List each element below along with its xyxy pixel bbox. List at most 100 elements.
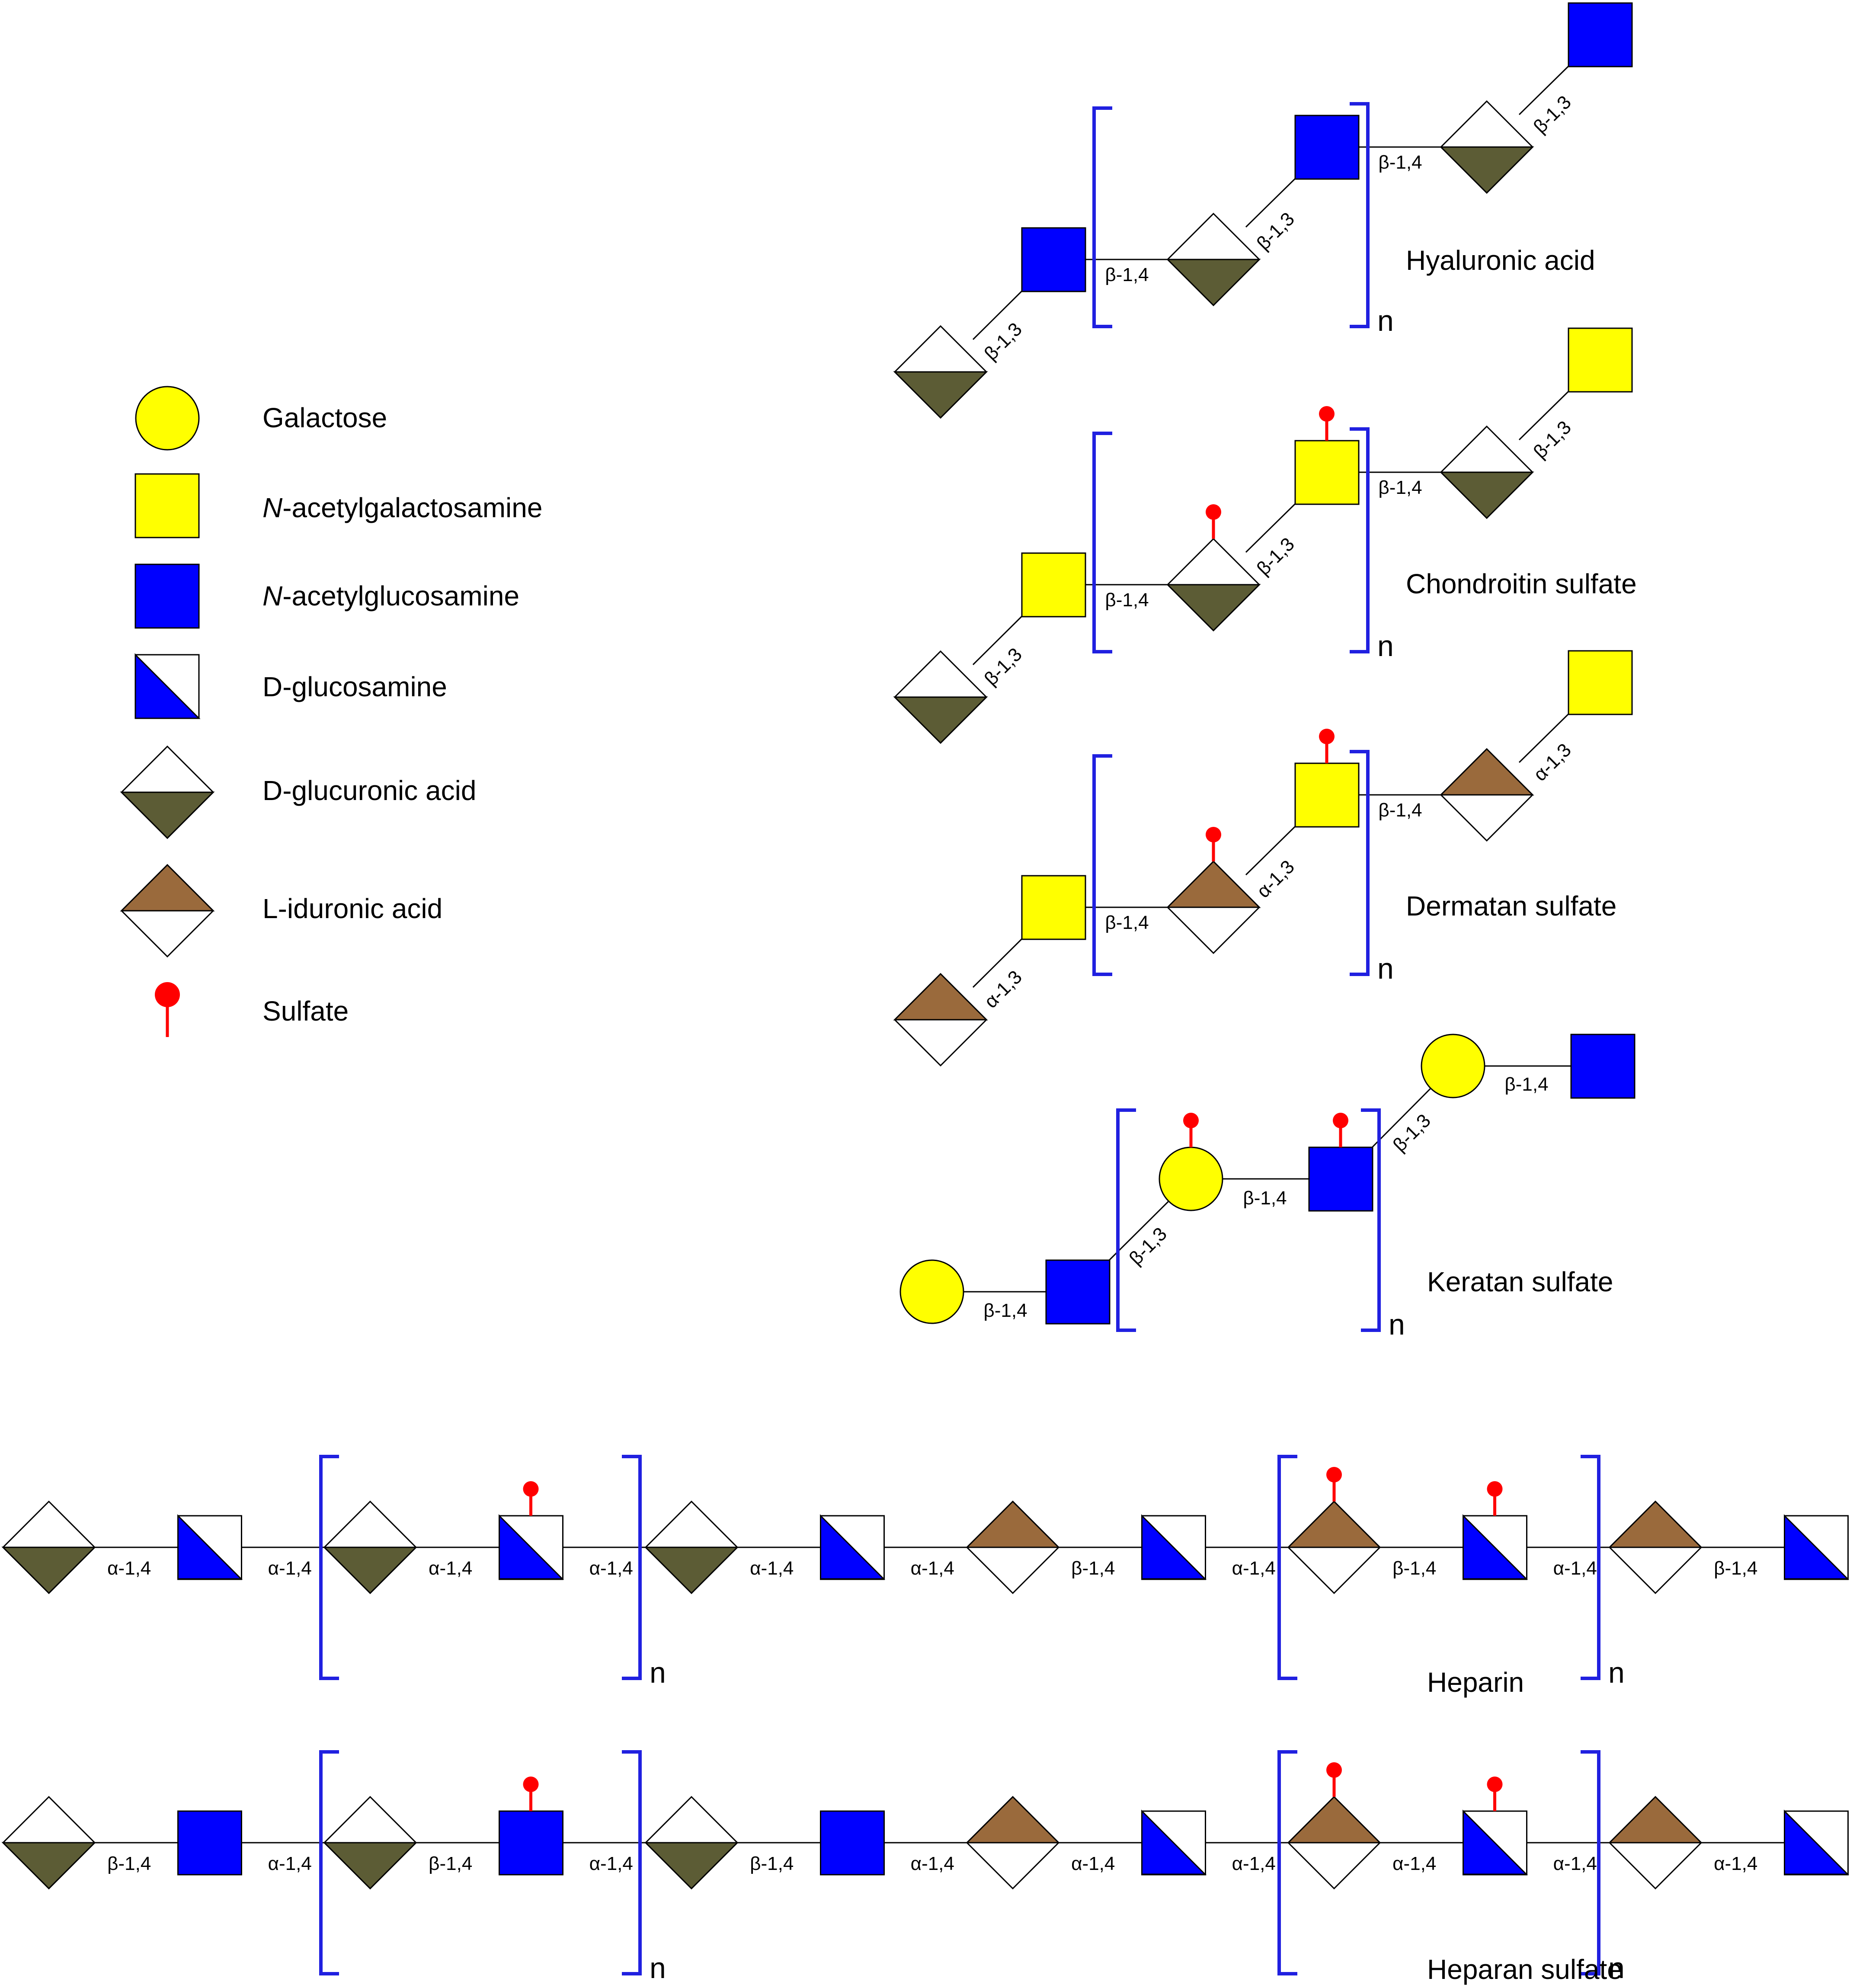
linkage-label: α-1,4	[589, 1853, 633, 1874]
iduronic-acid-icon	[1608, 1500, 1703, 1594]
linkage-label: β-1,4	[983, 1300, 1027, 1321]
galactose-icon	[135, 386, 200, 451]
linkage-label: α-1,4	[750, 1558, 794, 1579]
legend: Galactose N-acetylgalactosamine N-acetyl…	[0, 0, 649, 1081]
heparin-name: Heparin	[1427, 1667, 1524, 1698]
glucosamine-icon	[177, 1514, 243, 1580]
repeat-bracket-open	[1277, 1750, 1297, 1975]
linkage-label: β-1,3	[1389, 1110, 1435, 1156]
repeat-bracket-open	[319, 1750, 339, 1975]
linkage-label: α-1,4	[268, 1853, 312, 1874]
repeat-bracket-close	[1581, 1455, 1600, 1680]
repeat-bracket-close	[1350, 102, 1370, 328]
galnac-icon	[1021, 552, 1086, 618]
glycosidic-bond	[1518, 65, 1569, 115]
linkage-label: α-1,4	[589, 1558, 633, 1579]
legend-symbols	[120, 386, 215, 1037]
dermatan-sulfate-name: Dermatan sulfate	[1406, 890, 1617, 922]
linkage-label: β-1,4	[1243, 1188, 1287, 1209]
iduronic-acid-icon	[1166, 860, 1261, 954]
glycosidic-bond	[1518, 713, 1569, 763]
repeat-bracket-close	[622, 1455, 642, 1680]
linkage-label: α-1,4	[268, 1558, 312, 1579]
iduronic-acid-icon	[1287, 1796, 1382, 1890]
repeat-count-label: n	[1377, 952, 1394, 985]
linkage-label: β-1,4	[1504, 1074, 1548, 1095]
linkage-label: α-1,4	[1232, 1853, 1276, 1874]
linkage-label: β-1,3	[1125, 1223, 1171, 1269]
sulfate-icon	[1333, 1113, 1348, 1147]
keratan-sulfate-name: Keratan sulfate	[1427, 1266, 1613, 1297]
repeat-bracket-open	[319, 1455, 339, 1680]
iduronic-acid-icon	[965, 1500, 1060, 1594]
glucosamine-icon	[499, 1514, 564, 1580]
heparan-sulfate-name: Heparan sulfate	[1427, 1954, 1623, 1985]
glcnac-icon	[177, 1810, 242, 1876]
repeat-bracket-close	[1581, 1750, 1600, 1975]
repeat-count-label: n	[1608, 1952, 1625, 1985]
galnac-icon	[1021, 875, 1086, 940]
legend-label-glucuronic-acid: D-glucuronic acid	[262, 775, 477, 806]
glucosamine-icon	[1463, 1514, 1528, 1580]
iduronic-acid-icon	[893, 973, 988, 1067]
glcnac-icon	[134, 563, 200, 629]
iduronic-acid-icon	[1287, 1500, 1382, 1594]
iduronic-acid-icon	[965, 1796, 1060, 1890]
linkage-label: β-1,4	[1378, 152, 1422, 173]
glucuronic-acid-icon	[1439, 100, 1534, 194]
legend-label-galnac: N-acetylgalactosamine	[262, 492, 543, 523]
legend-label-iduronic-acid: L-iduronic acid	[262, 893, 443, 924]
chondroitin-sulfate-name: Chondroitin sulfate	[1406, 568, 1637, 599]
glycosidic-bond	[972, 615, 1023, 666]
repeat-count-label: n	[1608, 1656, 1625, 1689]
glycosidic-bond	[972, 938, 1023, 988]
galnac-icon	[1568, 650, 1633, 715]
repeat-bracket-close	[1350, 750, 1370, 976]
glcnac-icon	[1021, 227, 1086, 292]
linkage-label: β-1,4	[1105, 264, 1149, 285]
galnac-icon	[134, 473, 200, 538]
repeat-bracket-close	[1361, 1108, 1381, 1332]
repeat-bracket-close	[1350, 427, 1370, 653]
legend-label-glcnac: N-acetylglucosamine	[262, 580, 520, 611]
linkage-label: α-1,4	[1714, 1853, 1757, 1874]
glycosidic-bond	[972, 290, 1023, 340]
sulfate-icon	[1319, 406, 1335, 441]
glucuronic-acid-icon	[1, 1796, 96, 1890]
sulfate-icon	[523, 1777, 539, 1811]
sulfate-icon	[1487, 1481, 1503, 1516]
glucosamine-icon	[1141, 1809, 1207, 1876]
glucosamine-icon	[1784, 1809, 1850, 1876]
glucuronic-acid-icon	[323, 1796, 418, 1890]
glycosidic-bond	[1245, 178, 1296, 228]
iduronic-acid-icon	[120, 864, 215, 958]
galnac-icon	[1294, 440, 1360, 505]
glucosamine-icon	[820, 1514, 886, 1580]
linkage-label: β-1,4	[1392, 1558, 1436, 1579]
sulfate-icon	[1487, 1777, 1503, 1811]
repeat-bracket-open	[1092, 106, 1112, 328]
galactose-icon	[1159, 1146, 1223, 1211]
linkage-label: α-1,4	[911, 1558, 954, 1579]
linkage-label: β-1,4	[1378, 800, 1422, 821]
glucuronic-acid-icon	[1166, 538, 1261, 632]
linkage-label: α-1,4	[1553, 1853, 1597, 1874]
glycosidic-bond	[1371, 1088, 1431, 1148]
glcnac-icon	[1568, 2, 1633, 67]
linkage-label: α-1,4	[107, 1558, 151, 1579]
glucosamine-icon	[1141, 1514, 1207, 1580]
legend-label-galactose: Galactose	[262, 402, 387, 433]
repeat-bracket-close	[622, 1750, 642, 1975]
repeat-bracket-open	[1092, 432, 1112, 653]
linkage-label: α-1,4	[1392, 1853, 1436, 1874]
glucuronic-acid-icon	[644, 1796, 739, 1890]
sulfate-icon	[1206, 827, 1221, 861]
glcnac-icon	[1308, 1146, 1373, 1212]
glucosamine-icon	[1463, 1809, 1528, 1876]
repeat-bracket-open	[1116, 1108, 1136, 1332]
glucuronic-acid-icon	[323, 1500, 418, 1594]
sulfate-icon	[1183, 1113, 1199, 1147]
linkage-label: β-1,4	[750, 1853, 794, 1874]
linkage-label: α-1,4	[911, 1853, 954, 1874]
